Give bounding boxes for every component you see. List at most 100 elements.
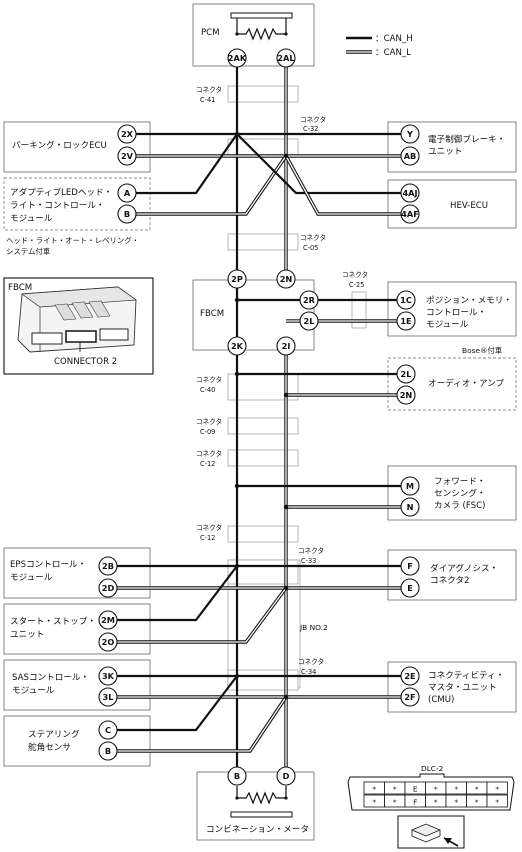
splice-dot [234, 563, 240, 569]
connector-c40-label-1: コネクタ [196, 375, 222, 384]
connector-c40-label-2: C-40 [200, 386, 215, 394]
fsc-label-3: カメラ (FSC) [434, 500, 485, 511]
sas-pin-can-l: 3L [98, 687, 118, 707]
dlc2-cell-label: * [434, 798, 438, 807]
connector-c12b-label-1: コネクタ [196, 523, 222, 532]
cmu-pin-can-h: 2E [400, 666, 420, 686]
dlc2-cell-label: * [393, 798, 397, 807]
position-memory-pin-can-l: 1E [396, 311, 416, 331]
legend-can-l-label: ：CAN_L [375, 48, 411, 58]
connector-c41-label-2: C-41 [200, 96, 215, 104]
svg-text:2O: 2O [102, 637, 115, 647]
svg-text:Y: Y [406, 129, 414, 139]
svg-text:2F: 2F [404, 692, 415, 702]
hev-label: HEV-ECU [450, 201, 488, 211]
connector-c12a-label-2: C-12 [200, 460, 215, 468]
dlc2-cell-label: * [454, 798, 458, 807]
fbcm-connector-caption: CONNECTOR 2 [54, 357, 117, 367]
svg-text:2K: 2K [231, 341, 244, 351]
dlc2-cell-label: * [372, 785, 376, 794]
dlc-connector-label-2: コネクタ2 [430, 575, 470, 586]
svg-text:2P: 2P [231, 274, 243, 284]
dlc2-cell-label: * [475, 798, 479, 807]
connector-c12a [227, 449, 299, 467]
connector-c05-label-2: C-05 [303, 244, 318, 252]
dlc2-cell-label: * [475, 785, 479, 794]
dlc2-cell-label: * [495, 785, 499, 794]
steering-box [3, 715, 151, 767]
headlight-label-3: モジュール [10, 214, 53, 224]
eps-pin-can-l: 2D [98, 578, 118, 598]
fbcm-pin-bottom-can-l: 2I [276, 336, 296, 356]
audio-pin-can-h: 2L [396, 364, 416, 384]
sas-box [3, 659, 151, 711]
dlc2-cell-label: * [434, 785, 438, 794]
connector-c12b [227, 525, 299, 543]
pcm-label: PCM [201, 28, 220, 38]
headlight-pin-can-l: B [117, 204, 137, 224]
svg-text:N: N [407, 502, 414, 512]
legend: ：CAN_H ：CAN_L [346, 34, 413, 58]
legend-can-h-label: ：CAN_H [375, 34, 413, 44]
can-l-steering [117, 696, 288, 753]
svg-text:2AK: 2AK [228, 53, 247, 63]
svg-text:2V: 2V [121, 151, 134, 161]
start-stop-pin-can-l: 2O [98, 632, 118, 652]
connector-c12b-label-2: C-12 [200, 534, 215, 542]
dlc2-title: DLC-2 [421, 764, 443, 773]
dlc-connector-label-1: ダイアグノシス・ [430, 562, 498, 574]
svg-text:2X: 2X [121, 129, 134, 139]
fbcm-pin-top-can-h: 2P [227, 269, 247, 289]
fsc-label-2: センシング・ [434, 487, 486, 499]
sas-pin-can-h: 3K [98, 666, 118, 686]
fbcm-label: FBCM [200, 309, 224, 319]
eps-pin-can-h: 2B [98, 556, 118, 576]
svg-text:2L: 2L [304, 316, 315, 326]
pcm-pin-can-l: 2AL [276, 48, 296, 68]
fbcm-pin-top-can-l: 2N [276, 269, 296, 289]
dlc2-plug-illustration [397, 815, 465, 849]
connector-c25-label-1: コネクタ [342, 270, 368, 279]
audio-note: Bose®付車 [462, 346, 503, 355]
svg-text:1C: 1C [400, 295, 412, 305]
connector-c09-label-2: C-09 [200, 428, 215, 436]
svg-text:E: E [407, 583, 413, 593]
svg-text:2L: 2L [401, 369, 412, 379]
cmu-pin-can-l: 2F [400, 687, 420, 707]
dlc2-cell-label: E [413, 785, 418, 794]
parking-lock-label: パーキング・ロックECU [12, 139, 107, 151]
svg-text:2N: 2N [280, 274, 293, 284]
fbcm-module-illustration [17, 286, 137, 353]
fbcm-box [192, 279, 315, 351]
meter-label: コンビネーション・メータ [206, 824, 309, 835]
svg-text:F: F [407, 561, 413, 571]
can-l-start-stop [117, 586, 288, 644]
svg-text:3L: 3L [103, 692, 114, 702]
connector-c33-label-2: C-33 [301, 557, 316, 565]
brake-pin-can-l: AB [400, 146, 420, 166]
fbcm-image-title: FBCM [8, 283, 32, 293]
connector-c34-label-2: C-34 [301, 668, 316, 676]
dlc2-cell-label: * [454, 785, 458, 794]
hev-pin-can-h: 4AJ [400, 183, 420, 203]
dlc2-cell [486, 781, 508, 795]
svg-text:2N: 2N [400, 390, 413, 400]
audio-label: オーディオ・アンプ [428, 377, 505, 389]
can-l-hev [284, 155, 401, 216]
position-memory-label-3: モジュール [426, 320, 469, 330]
dlc2-cell [486, 794, 508, 808]
headlight-note-2: システム付車 [6, 247, 51, 256]
svg-text:A: A [124, 188, 131, 198]
meter-pin-can-h: B [227, 766, 247, 786]
can-h-steering [117, 675, 238, 732]
headlight-note-1: ヘッド・ライト・オート・レベリング・ [6, 236, 139, 245]
svg-text:4AJ: 4AJ [402, 188, 417, 198]
connector-c05-label-1: コネクタ [300, 233, 326, 242]
cmu-label-3: (CMU) [428, 695, 454, 705]
svg-text:2D: 2D [102, 583, 115, 593]
position-memory-label-1: ポジション・メモリ・ [426, 295, 512, 306]
start-stop-box [3, 603, 151, 655]
brake-pin-can-h: Y [400, 124, 420, 144]
parking-lock-pin-can-l: 2V [117, 146, 137, 166]
fsc-pin-can-l: N [400, 497, 420, 517]
